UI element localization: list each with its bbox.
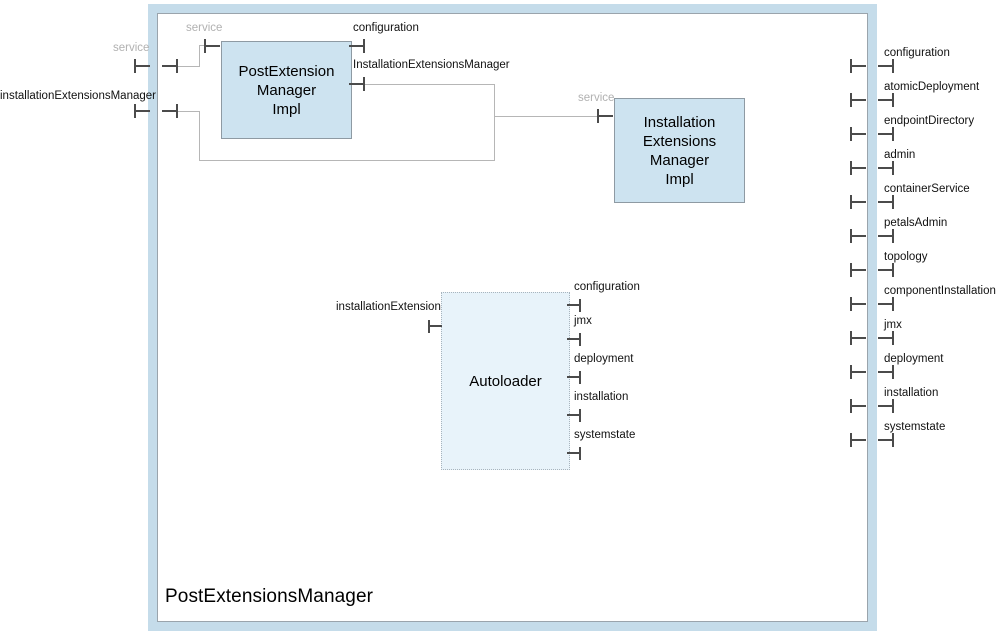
iem-port-service[interactable] [597, 109, 613, 123]
right-port-label-atomic-deployment: atomicDeployment [884, 81, 980, 93]
right-port-deployment-inner[interactable] [850, 365, 866, 379]
autoloader-port-label-jmx: jmx [574, 315, 592, 327]
autoloader-port-label-configuration: configuration [574, 281, 640, 293]
right-port-installation-outer[interactable] [878, 399, 894, 413]
right-port-configuration-outer[interactable] [878, 59, 894, 73]
autoloader-port-installation-extension[interactable] [428, 320, 442, 333]
connector-iem-seg1 [178, 111, 200, 112]
autoloader-port-label-installation-extension: installationExtension [336, 301, 441, 313]
right-port-petals-admin-inner[interactable] [850, 229, 866, 243]
right-port-label-systemstate: systemstate [884, 421, 946, 433]
right-port-atomic-deployment-outer[interactable] [878, 93, 894, 107]
right-port-endpoint-directory-inner[interactable] [850, 127, 866, 141]
component-installation-extensions-manager-impl[interactable]: Installation Extensions Manager Impl [614, 98, 745, 203]
right-port-label-topology: topology [884, 251, 928, 263]
right-port-label-container-service: containerService [884, 183, 970, 195]
connector-pem-iem-seg1 [364, 84, 495, 85]
autoloader-port-jmx[interactable] [567, 333, 581, 346]
right-port-label-component-installation: componentInstallation [884, 285, 996, 297]
connector-iem-seg4 [494, 116, 495, 161]
right-port-admin-outer[interactable] [878, 161, 894, 175]
right-port-admin-inner[interactable] [850, 161, 866, 175]
autoloader-port-configuration[interactable] [567, 299, 581, 312]
right-port-container-service-inner[interactable] [850, 195, 866, 209]
left-port-service-outer[interactable] [134, 59, 150, 73]
pem-port-installation-extensions-manager[interactable] [349, 77, 365, 91]
right-port-deployment-outer[interactable] [878, 365, 894, 379]
autoloader-port-label-deployment: deployment [574, 353, 634, 365]
component-installation-extensions-manager-impl-label: Installation Extensions Manager Impl [642, 113, 717, 188]
pem-port-label-installation-extensions-manager: InstallationExtensionsManager [353, 59, 510, 71]
right-port-installation-inner[interactable] [850, 399, 866, 413]
right-port-jmx-outer[interactable] [878, 331, 894, 345]
component-autoloader-label: Autoloader [469, 372, 542, 390]
right-port-systemstate-outer[interactable] [878, 433, 894, 447]
right-port-component-installation-inner[interactable] [850, 297, 866, 311]
connector-iem-seg5 [494, 116, 601, 117]
left-port-label-service: service [113, 42, 150, 54]
right-port-label-endpoint-directory: endpointDirectory [884, 115, 975, 127]
connector-service-seg2 [199, 45, 200, 67]
right-port-label-admin: admin [884, 149, 916, 161]
right-port-topology-outer[interactable] [878, 263, 894, 277]
iem-port-label-service: service [578, 92, 615, 104]
right-port-label-jmx: jmx [884, 319, 902, 331]
connector-pem-iem-seg2 [494, 84, 495, 117]
right-port-component-installation-outer[interactable] [878, 297, 894, 311]
right-port-atomic-deployment-inner[interactable] [850, 93, 866, 107]
pem-port-configuration[interactable] [349, 39, 365, 53]
left-port-label-installation-extensions-manager: installationExtensionsManager [0, 90, 156, 102]
left-port-installation-extensions-manager-inner[interactable] [162, 104, 178, 118]
pem-port-label-service: service [186, 22, 223, 34]
connector-iem-seg3 [199, 160, 495, 161]
left-port-installation-extensions-manager-outer[interactable] [134, 104, 150, 118]
autoloader-port-deployment[interactable] [567, 371, 581, 384]
right-port-jmx-inner[interactable] [850, 331, 866, 345]
right-port-endpoint-directory-outer[interactable] [878, 127, 894, 141]
connector-service-seg1 [178, 66, 200, 67]
component-post-extension-manager-impl[interactable]: PostExtension Manager Impl [221, 41, 352, 139]
autoloader-port-installation[interactable] [567, 409, 581, 422]
right-port-label-configuration: configuration [884, 47, 950, 59]
right-port-systemstate-inner[interactable] [850, 433, 866, 447]
right-port-topology-inner[interactable] [850, 263, 866, 277]
autoloader-port-systemstate[interactable] [567, 447, 581, 460]
right-port-label-deployment: deployment [884, 353, 944, 365]
component-post-extension-manager-impl-label: PostExtension Manager Impl [238, 62, 335, 118]
autoloader-port-label-systemstate: systemstate [574, 429, 636, 441]
component-autoloader[interactable]: Autoloader [441, 292, 570, 470]
page-title: PostExtensionsManager [165, 586, 374, 607]
right-port-label-petals-admin: petalsAdmin [884, 217, 948, 229]
pem-port-label-configuration: configuration [353, 22, 419, 34]
connector-iem-seg2 [199, 111, 200, 161]
right-port-configuration-inner[interactable] [850, 59, 866, 73]
right-port-container-service-outer[interactable] [878, 195, 894, 209]
left-port-service-inner[interactable] [162, 59, 178, 73]
pem-port-service[interactable] [204, 39, 220, 53]
autoloader-port-label-installation: installation [574, 391, 629, 403]
right-port-petals-admin-outer[interactable] [878, 229, 894, 243]
right-port-label-installation: installation [884, 387, 939, 399]
